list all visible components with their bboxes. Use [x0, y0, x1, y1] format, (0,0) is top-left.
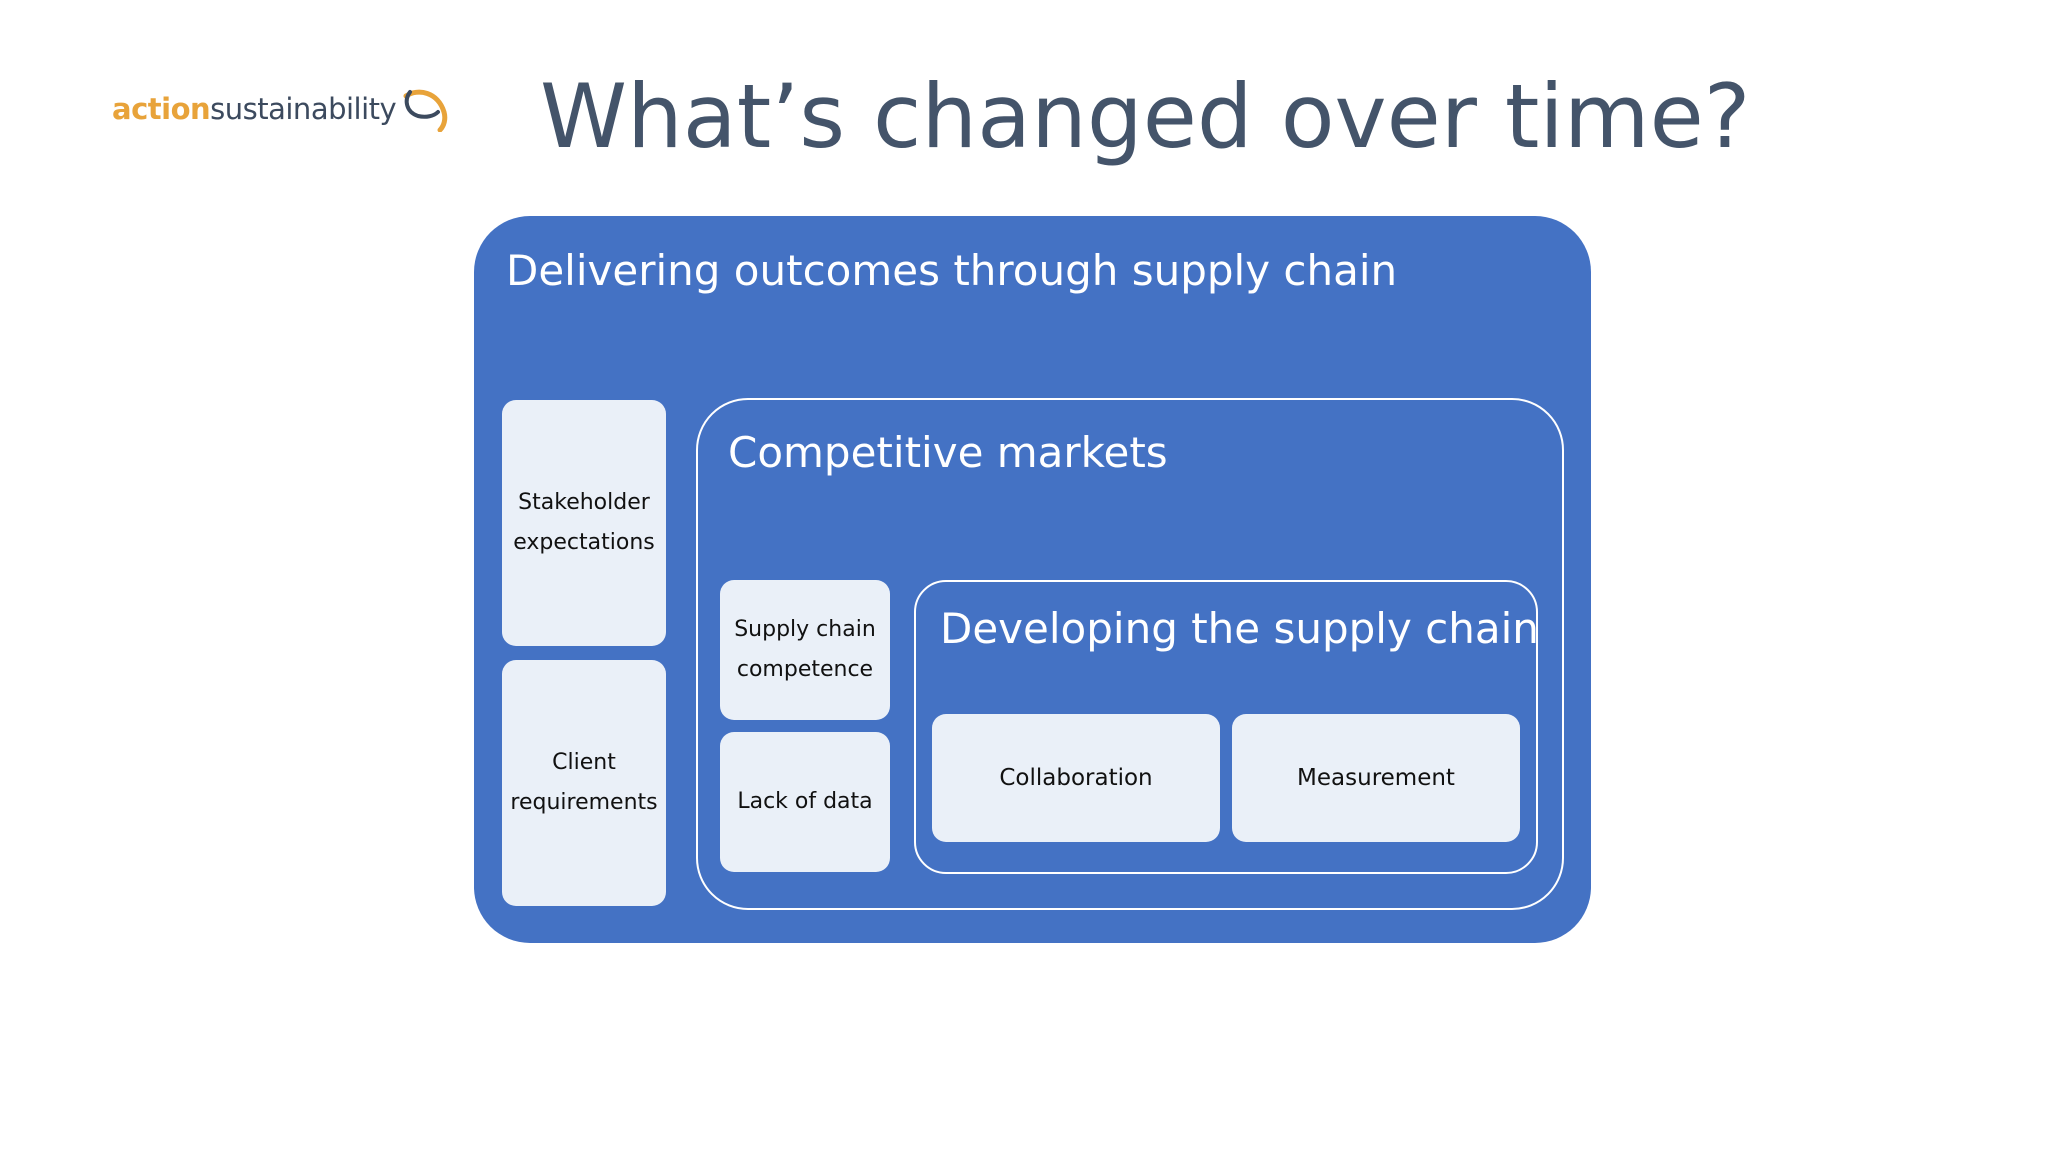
- supply-line2: competence: [736, 657, 874, 682]
- client-requirements-box: Client requirements: [502, 660, 666, 906]
- logo-text-sustainability: sustainability: [210, 92, 397, 126]
- measurement-box: Measurement: [1232, 714, 1520, 842]
- lack-of-data-label: Lack of data: [737, 789, 873, 814]
- stakeholder-line1: Stakeholder: [518, 490, 650, 515]
- collaboration-box: Collaboration: [932, 714, 1220, 842]
- supply-chain-competence-box: Supply chain competence: [720, 580, 890, 720]
- client-line2: requirements: [510, 790, 658, 815]
- competitive-heading: Competitive markets: [728, 428, 1168, 477]
- outer-heading: Delivering outcomes through supply chain: [506, 246, 1398, 295]
- stakeholder-line2: expectations: [513, 530, 655, 555]
- competitive-markets-box: Competitive markets Supply chain compete…: [696, 398, 1564, 910]
- outer-box-delivering-outcomes: Delivering outcomes through supply chain…: [474, 216, 1591, 943]
- page-title: What’s changed over time?: [540, 65, 1751, 168]
- developing-supply-chain-box: Developing the supply chain Collaboratio…: [914, 580, 1539, 874]
- measurement-label: Measurement: [1297, 765, 1455, 791]
- stakeholder-expectations-box: Stakeholder expectations: [502, 400, 666, 646]
- logo-text-action: action: [112, 92, 211, 126]
- client-line1: Client: [552, 750, 616, 775]
- developing-heading: Developing the supply chain: [940, 604, 1539, 653]
- collaboration-label: Collaboration: [999, 765, 1153, 791]
- swoosh-logo-icon: [403, 89, 448, 132]
- lack-of-data-box: Lack of data: [720, 732, 890, 872]
- supply-line1: Supply chain: [734, 617, 876, 642]
